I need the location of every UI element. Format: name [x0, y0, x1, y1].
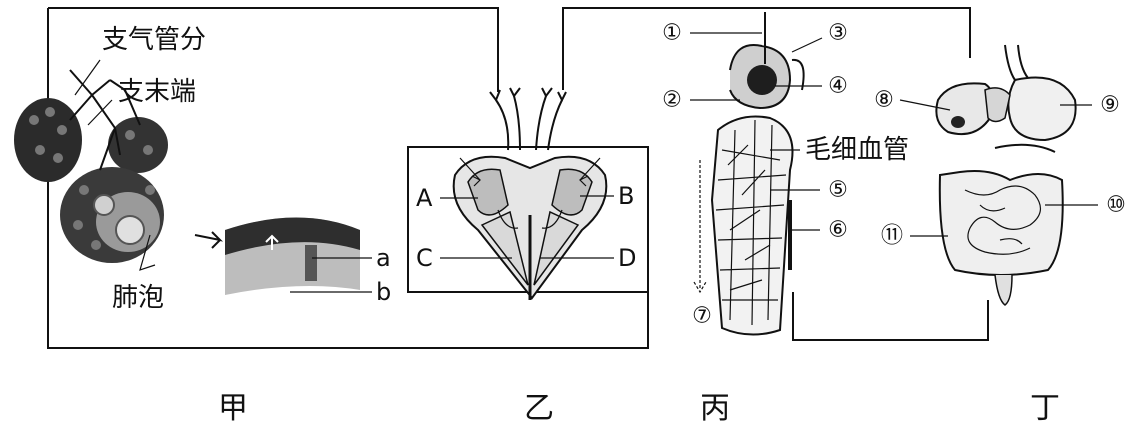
- label-7: ⑦: [692, 304, 712, 329]
- label-3: ③: [828, 21, 848, 46]
- bronchi-leader: [74, 59, 101, 96]
- heart-vessels: [489, 87, 567, 151]
- panel-ding: ⑧ ⑨ ⑩ ⑪ 丁: [874, 44, 1126, 426]
- label-2: ②: [662, 88, 682, 113]
- label-B: B: [618, 182, 634, 210]
- capillary-label: 毛细血管: [805, 135, 909, 165]
- alveoli-cluster: [14, 98, 168, 263]
- alveoli-label: 肺泡: [112, 283, 164, 313]
- caption-bing: 丙: [700, 391, 730, 426]
- panel-bing: ① ② ③ ④ 毛细血管 ⑤ ⑥ ⑦ 丙: [662, 12, 909, 426]
- digestive-organs: [935, 44, 1077, 306]
- label-1: ①: [662, 21, 682, 46]
- label-11: ⑪: [881, 224, 903, 249]
- bronchi-leader-2: [87, 99, 113, 126]
- inflow-arrow-left: [459, 157, 482, 187]
- label-9: ⑨: [1100, 93, 1120, 118]
- label-D: D: [618, 244, 636, 272]
- alveolus-zoom: [225, 217, 360, 295]
- tubule-capillary-network: [693, 115, 794, 336]
- label-4: ④: [828, 74, 848, 99]
- inflow-arrow-right: [578, 157, 601, 187]
- label-a: a: [376, 244, 391, 272]
- label-6: ⑥: [828, 218, 848, 243]
- heart-body: [452, 155, 608, 300]
- bronchi-branches: [69, 69, 141, 171]
- caption-ding: 丁: [1030, 391, 1060, 426]
- label-10: ⑩: [1106, 193, 1126, 218]
- bronchi-label-2: 支末端: [118, 77, 196, 107]
- magnify-arrow: [194, 231, 224, 249]
- alveoli-pointer: [139, 234, 156, 271]
- bronchi-label-1: 支气管分: [102, 25, 206, 55]
- label-A: A: [416, 184, 433, 212]
- caption-yi: 乙: [524, 391, 554, 426]
- label-5: ⑤: [828, 178, 848, 203]
- label-C: C: [416, 244, 433, 272]
- leader-3: [791, 37, 823, 53]
- panel-yi: A B C D 乙: [416, 87, 636, 426]
- caption-jia: 甲: [218, 391, 248, 426]
- label-b: b: [376, 278, 391, 306]
- glomerulus: [729, 12, 805, 110]
- leader-8: [899, 99, 951, 111]
- label-8: ⑧: [874, 88, 894, 113]
- panel-jia: 支气管分 支末端 肺泡 a b 甲: [14, 25, 391, 426]
